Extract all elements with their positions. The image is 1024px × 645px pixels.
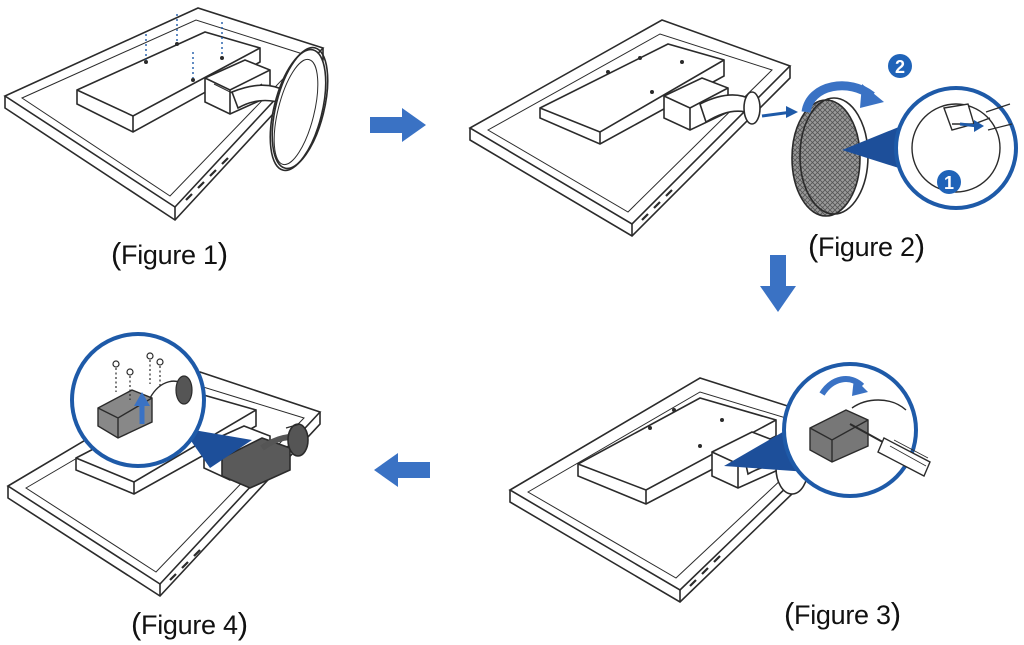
figure-1-illustration	[3, 7, 329, 222]
figure-3-caption: (Figure 3)	[784, 596, 901, 631]
arrow-right-icon	[370, 108, 426, 142]
callout-badge-2: 2	[888, 54, 912, 78]
figure-1-caption: (Figure 1)	[111, 236, 228, 271]
figure-4-magnifier	[70, 332, 252, 468]
arrow-left-icon	[374, 453, 430, 487]
figure-2-caption: (Figure 2)	[808, 228, 925, 263]
figure-2-magnifier	[842, 86, 1018, 210]
arrow-down-icon	[760, 255, 796, 312]
figure-3-magnifier	[724, 362, 931, 498]
svg-text:2: 2	[895, 57, 905, 77]
figure-2-illustration	[468, 19, 884, 238]
figure-4-caption: (Figure 4)	[131, 606, 248, 641]
svg-text:1: 1	[944, 173, 954, 193]
callout-badge-1: 1	[937, 170, 961, 194]
